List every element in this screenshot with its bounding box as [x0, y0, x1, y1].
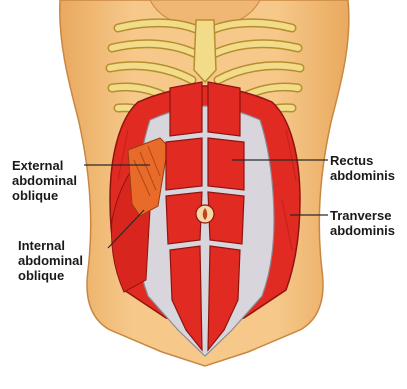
- internal-oblique-label: Internal abdominal oblique: [18, 238, 83, 283]
- rectus-segment-right-1: [208, 82, 240, 136]
- rectus-segment-left-2: [166, 138, 202, 190]
- sternum: [194, 20, 216, 82]
- external-oblique-label-line-2: abdominal: [12, 173, 77, 188]
- external-oblique-label-line-3: oblique: [12, 188, 77, 203]
- transverse-label-line-1: Tranverse: [330, 208, 395, 223]
- internal-oblique-label-line-2: abdominal: [18, 253, 83, 268]
- internal-oblique-label-line-1: Internal: [18, 238, 83, 253]
- internal-oblique-label-line-3: oblique: [18, 268, 83, 283]
- rectus-segment-left-1: [170, 82, 202, 136]
- navel-icon: [196, 205, 214, 223]
- transverse-label-line-2: abdominis: [330, 223, 395, 238]
- rectus-segment-right-2: [208, 138, 244, 190]
- transverse-abdominis-label: Tranverse abdominis: [330, 208, 395, 238]
- rectus-abdominis-label: Rectus abdominis: [330, 153, 395, 183]
- external-oblique-label: External abdominal oblique: [12, 158, 77, 203]
- external-oblique-label-line-1: External: [12, 158, 77, 173]
- rectus-label-line-2: abdominis: [330, 168, 395, 183]
- rectus-label-line-1: Rectus: [330, 153, 395, 168]
